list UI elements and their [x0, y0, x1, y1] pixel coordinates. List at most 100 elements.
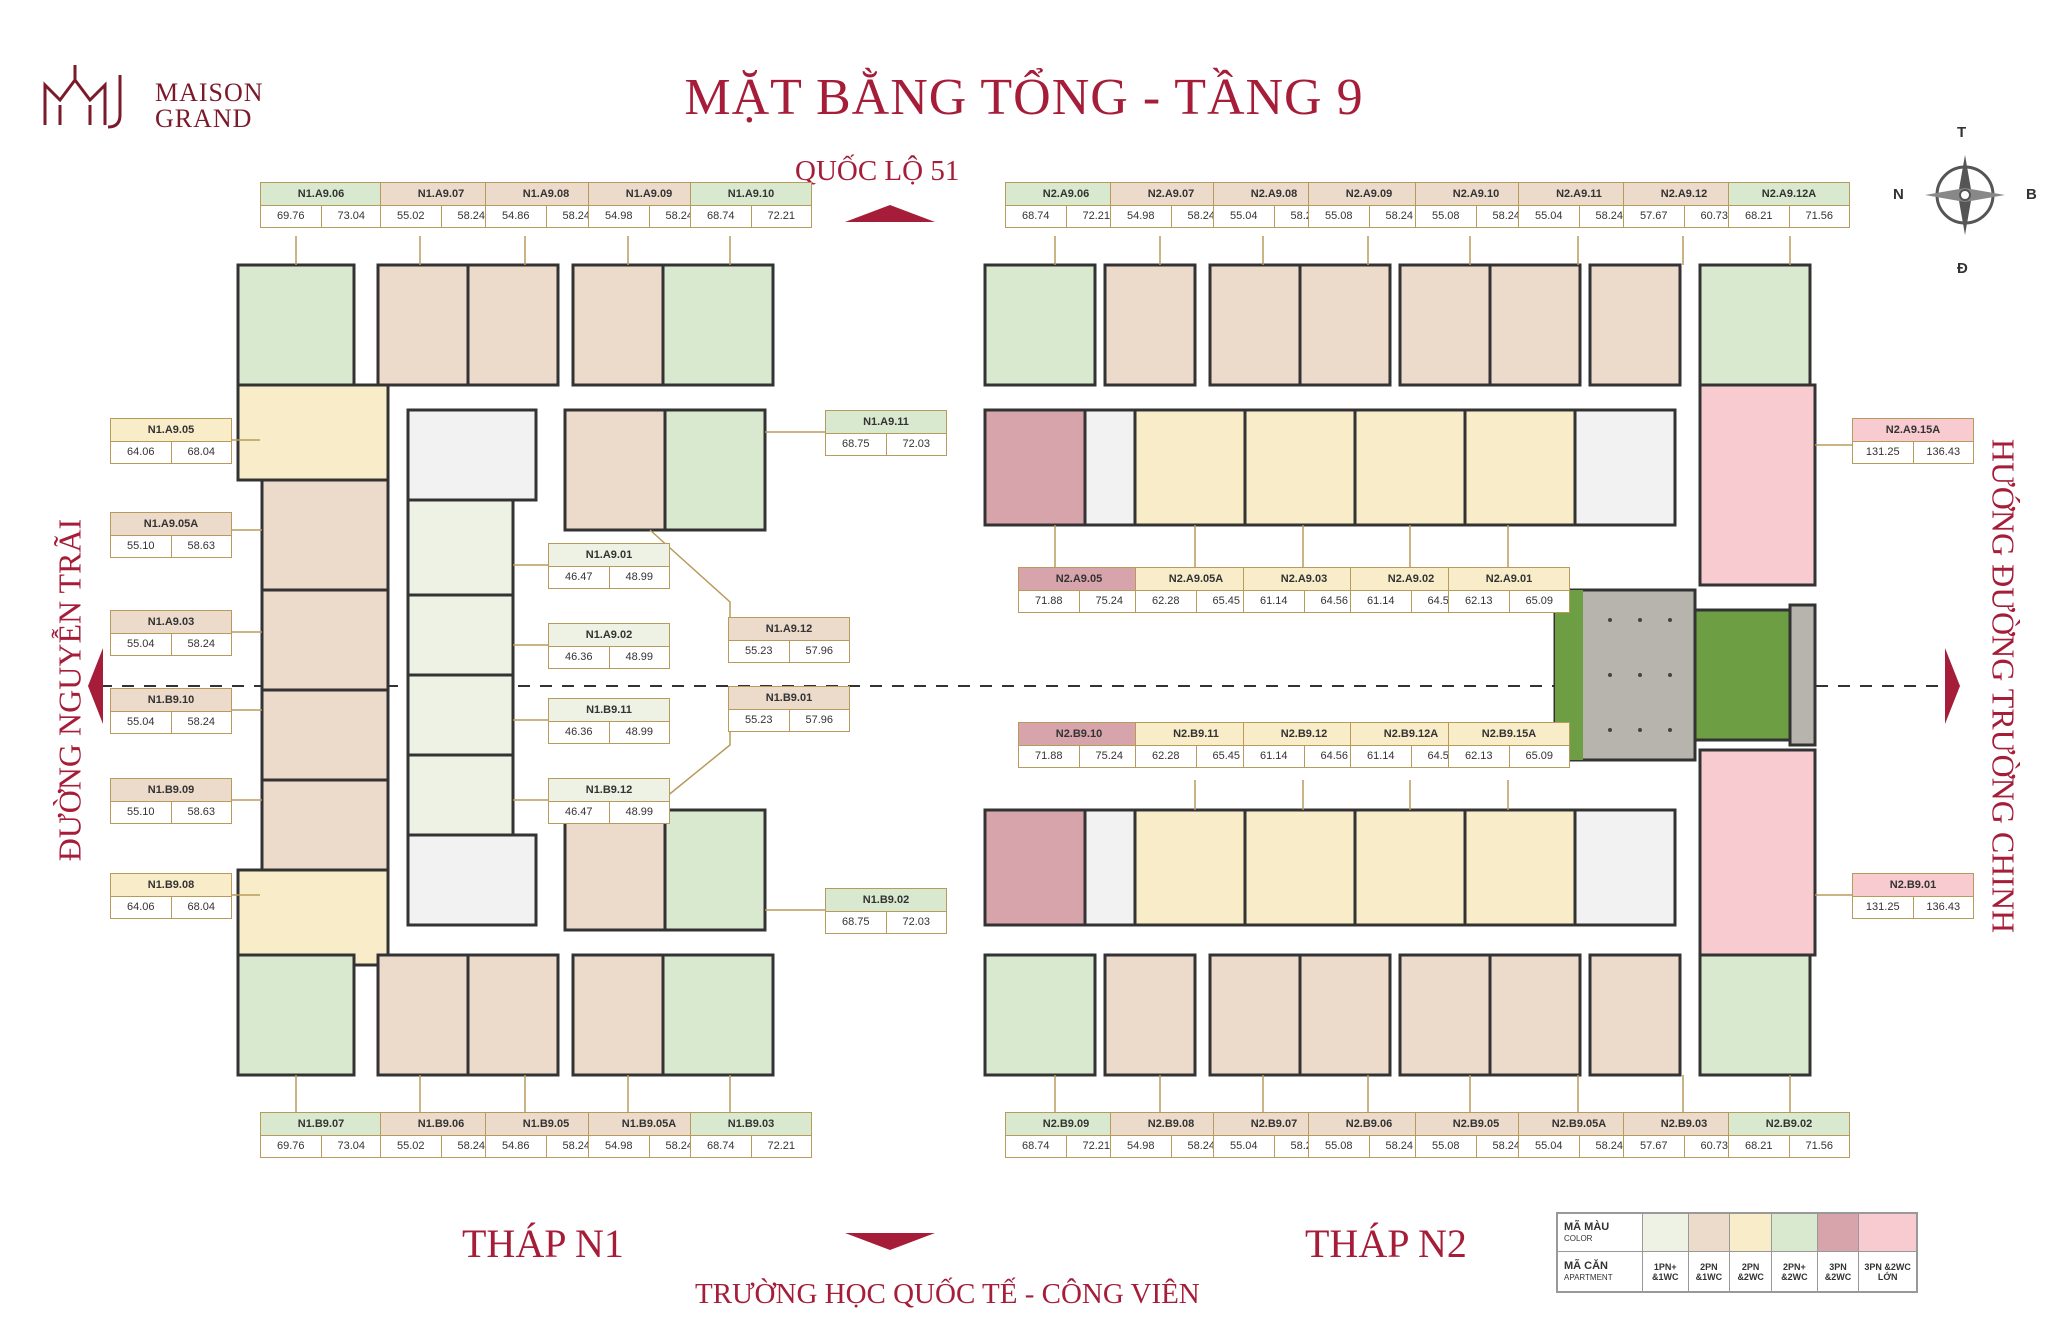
- legend-type: 2PN+ &2WC: [1771, 1251, 1818, 1292]
- unit-code: N2.B9.11: [1136, 723, 1256, 746]
- unit-area-a: 54.98: [589, 1136, 650, 1157]
- compass-east: B: [2026, 186, 2037, 203]
- unit-code: N1.A9.09: [589, 183, 709, 206]
- unit-area-b: 71.56: [1805, 210, 1834, 222]
- unit-area-a: 62.13: [1449, 746, 1510, 767]
- unit-code: N2.B9.12A: [1351, 723, 1471, 746]
- unit-area-a: 68.74: [1006, 1136, 1067, 1157]
- unit-area-b: 65.45: [1212, 750, 1241, 762]
- unit-code: N2.B9.09: [1006, 1113, 1126, 1136]
- unit-area-a: 62.13: [1449, 591, 1510, 612]
- legend-swatch: [1642, 1213, 1689, 1252]
- unit-area-b: 60.73: [1700, 210, 1729, 222]
- unit-area-b: 48.99: [625, 806, 654, 818]
- unit-area-b: 64.56: [1320, 750, 1349, 762]
- unit-area-a: 55.23: [729, 641, 790, 662]
- unit-area-b: 48.99: [625, 726, 654, 738]
- unit-area-a: 57.67: [1624, 206, 1685, 227]
- unit-area-a: 55.08: [1309, 1136, 1370, 1157]
- unit-area-a: 46.36: [549, 647, 610, 668]
- unit-area-a: 68.21: [1729, 1136, 1790, 1157]
- unit-code: N2.A9.03: [1244, 568, 1364, 591]
- unit-area-a: 69.76: [261, 1136, 322, 1157]
- unit-code: N2.A9.15A: [1853, 419, 1973, 442]
- legend-swatch: [1771, 1213, 1818, 1252]
- unit-area-b: 72.03: [902, 916, 931, 928]
- legend-type: 3PN &2WC: [1816, 1251, 1860, 1292]
- unit-area-a: 68.75: [826, 434, 887, 455]
- legend-color-sub: COLOR: [1564, 1233, 1593, 1243]
- unit-code: N1.A9.01: [549, 544, 669, 567]
- unit-area-a: 57.67: [1624, 1136, 1685, 1157]
- unit-area-b: 58.24: [665, 1140, 694, 1152]
- unit-area-a: 54.86: [486, 1136, 547, 1157]
- brand-logo-icon: [43, 65, 122, 129]
- unit-code: N1.B9.02: [826, 889, 946, 912]
- unit-area-a: 54.98: [589, 206, 650, 227]
- unit-code: N1.B9.11: [549, 699, 669, 722]
- legend-swatch: [1816, 1213, 1860, 1252]
- unit-area-a: 55.04: [1214, 1136, 1275, 1157]
- unit-code: N2.B9.05A: [1519, 1113, 1639, 1136]
- unit-code: N2.A9.12: [1624, 183, 1744, 206]
- unit-area-b: 58.24: [187, 716, 216, 728]
- unit-area-b: 75.24: [1095, 595, 1124, 607]
- unit-code: N2.A9.06: [1006, 183, 1126, 206]
- unit-code: N2.A9.07: [1111, 183, 1231, 206]
- unit-area-b: 58.24: [1187, 1140, 1216, 1152]
- unit-area-a: 46.36: [549, 722, 610, 743]
- compass-north: T: [1957, 124, 1967, 141]
- unit-area-a: 131.25: [1853, 897, 1914, 918]
- unit-area-a: 55.04: [1519, 206, 1580, 227]
